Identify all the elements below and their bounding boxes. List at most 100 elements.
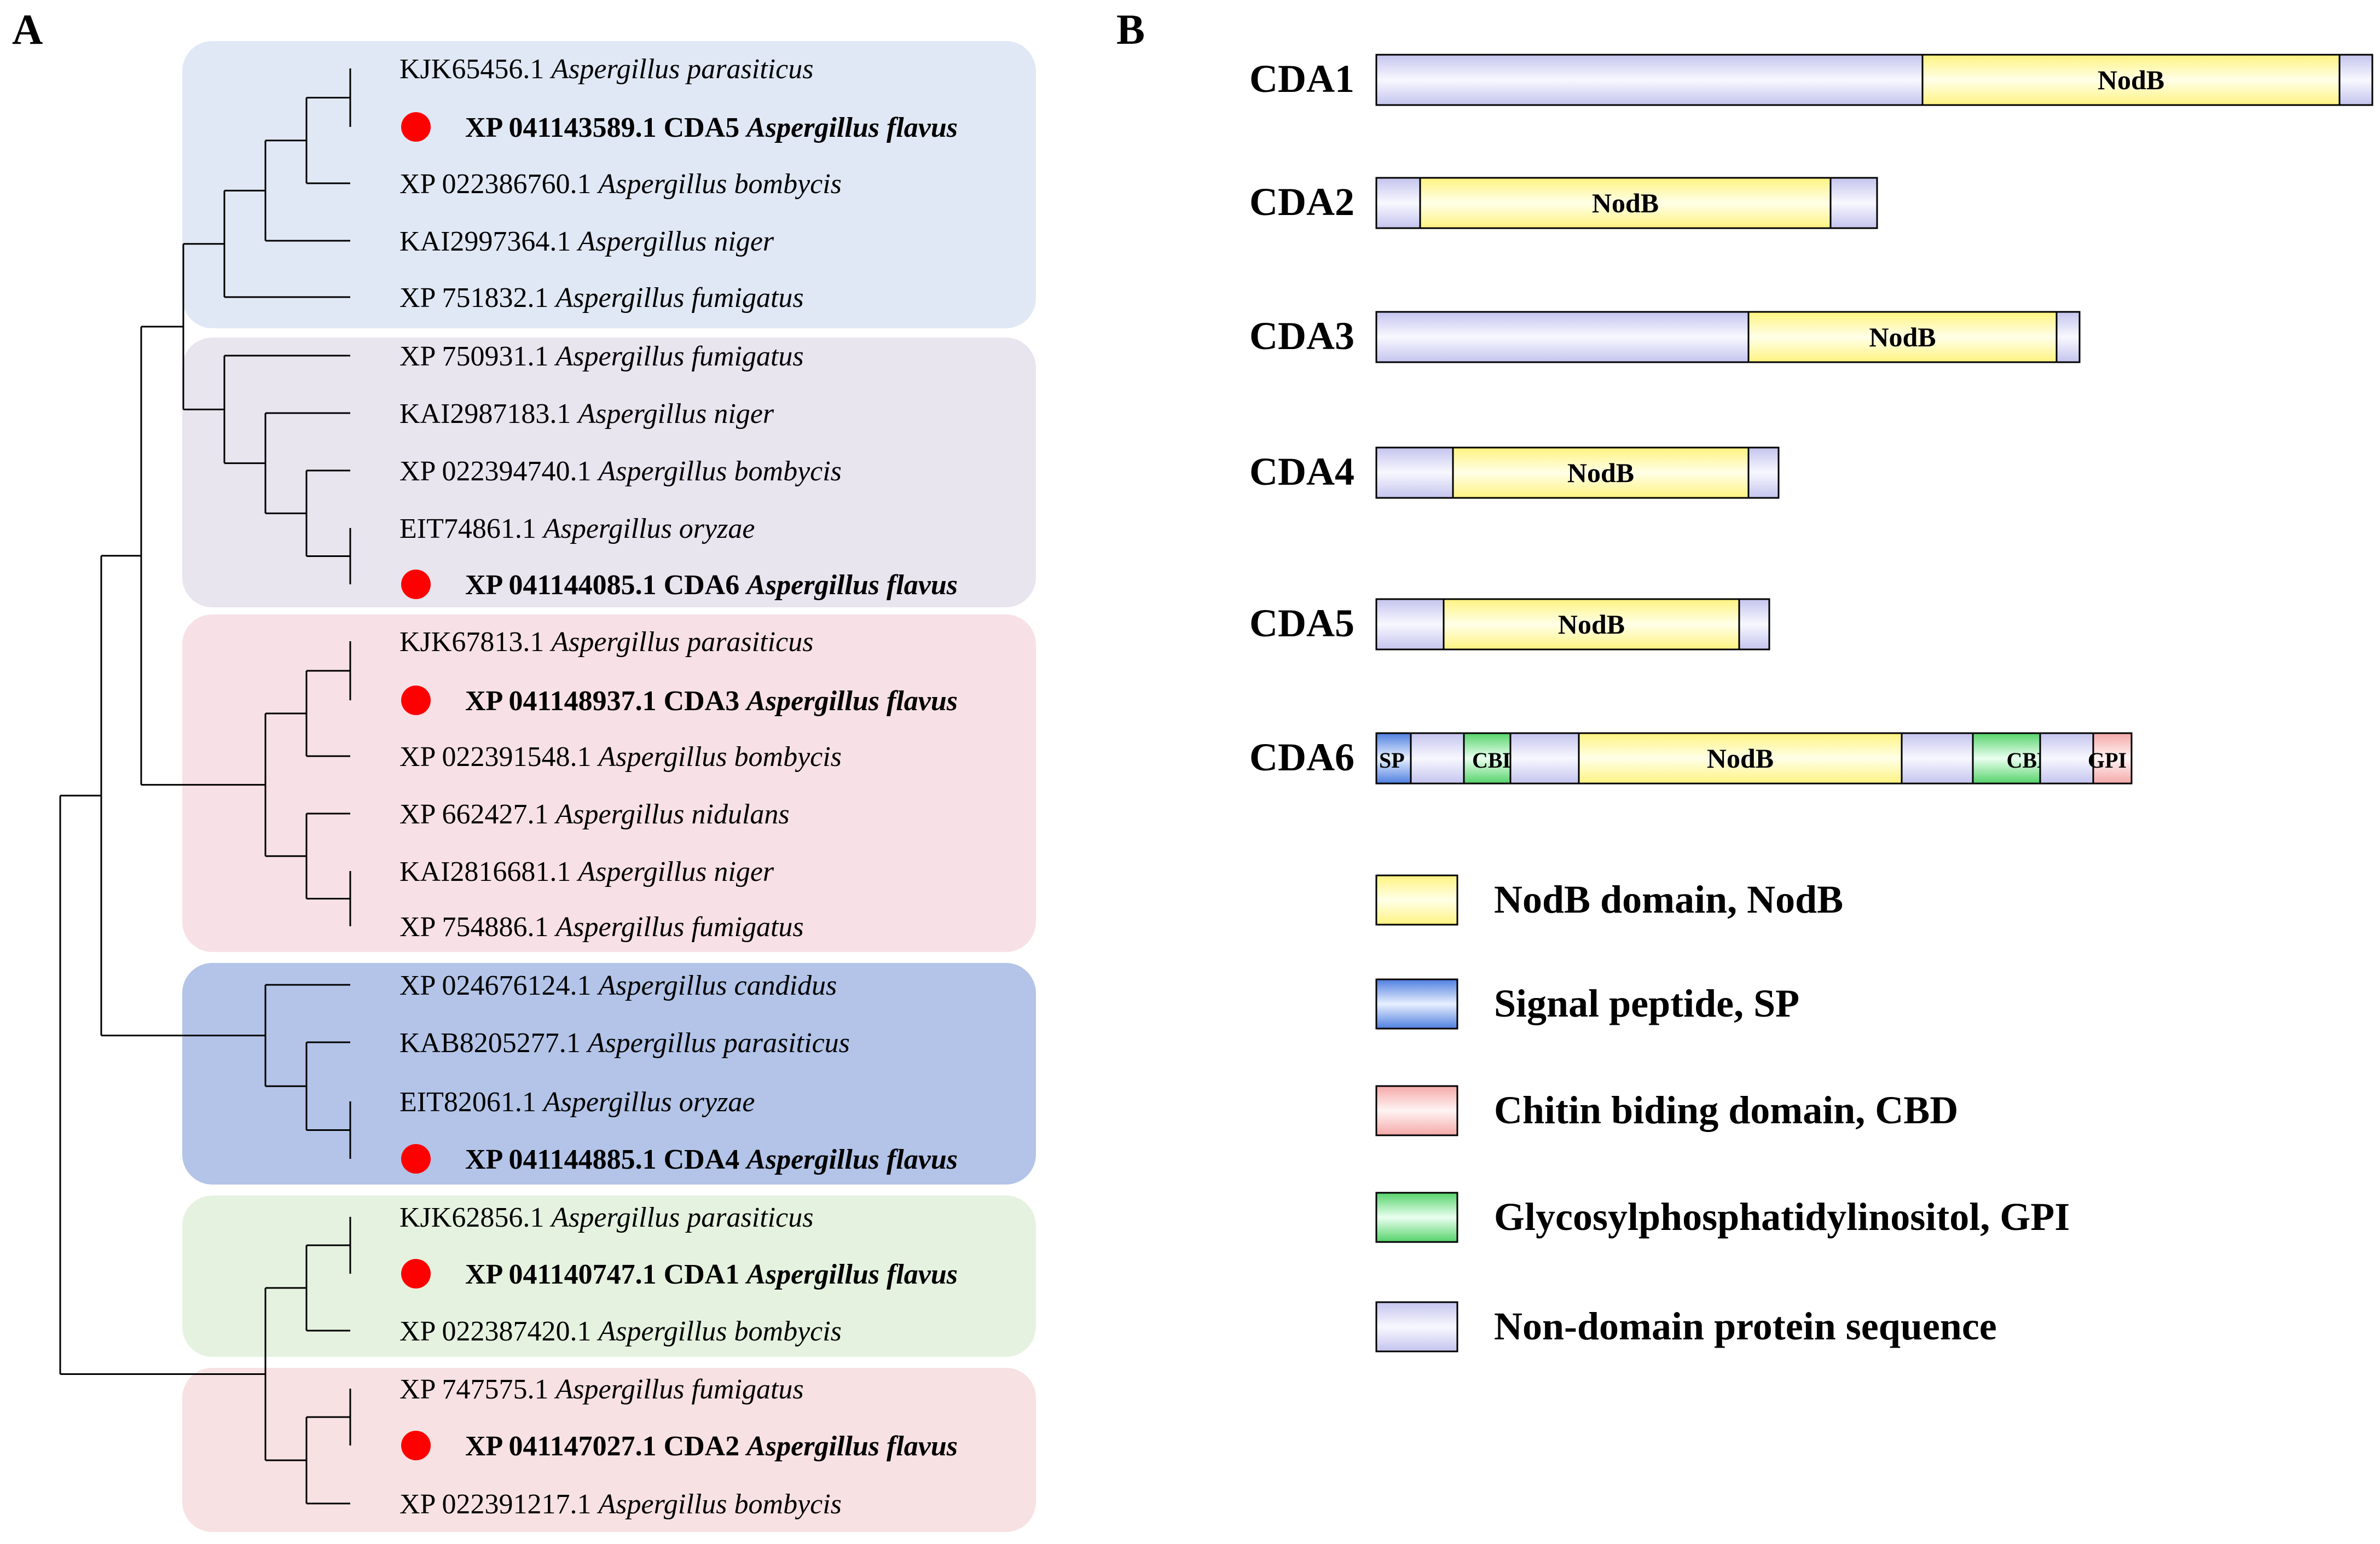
taxon-label: XP 022391548.1 Aspergillus bombycis [399, 741, 842, 773]
accession: XP 022394740.1 [399, 456, 599, 487]
domain-nodb [1747, 311, 2058, 363]
species-name: Aspergillus oryzae [542, 513, 755, 544]
clade-box [182, 1195, 1036, 1357]
species-name: Aspergillus bombycis [597, 1316, 842, 1347]
accession: KJK67813.1 [399, 626, 551, 658]
domain-non-domain [1375, 446, 1454, 499]
species-name: Aspergillus parasiticus [549, 54, 813, 85]
taxon-label: EIT82061.1 Aspergillus oryzae [399, 1087, 755, 1118]
species-name: Aspergillus flavus [745, 112, 958, 143]
domain-non-domain [1375, 54, 1924, 106]
taxon-label: KAB8205277.1 Aspergillus parasiticus [399, 1028, 850, 1059]
accession: XP 041144885.1 CDA4 [465, 1144, 746, 1175]
accession: XP 747575.1 [399, 1374, 556, 1405]
species-name: Aspergillus fumigatus [554, 282, 804, 314]
domain-non-domain [1375, 311, 1750, 363]
taxon-label: XP 751832.1 Aspergillus fumigatus [399, 282, 804, 314]
legend-label: Chitin biding domain, CBD [1494, 1088, 1958, 1132]
domain-non-domain [1738, 598, 1770, 651]
domain-label: NodB [1558, 609, 1625, 640]
accession: XP 022387420.1 [399, 1316, 599, 1347]
domain-legend: NodB domain, NodB Signal peptide, SP Chiti… [1375, 874, 2070, 1353]
cda-marker-dot [401, 112, 431, 142]
legend-item: Non-domain protein sequence [1375, 1301, 1997, 1353]
legend-item: Signal peptide, SP [1375, 978, 1799, 1030]
species-name: Aspergillus oryzae [542, 1087, 755, 1118]
domain-non-domain [2055, 311, 2081, 363]
clade-box [182, 614, 1036, 952]
domain-nodb [1419, 177, 1832, 229]
protein-name: CDA5 [1249, 601, 1354, 645]
taxon-label: XP 022391217.1 Aspergillus bombycis [399, 1489, 842, 1520]
accession: KAI2997364.1 [399, 226, 578, 257]
species-name: Aspergillus bombycis [597, 169, 842, 200]
accession: XP 041147027.1 CDA2 [465, 1431, 746, 1462]
accession: KAI2987183.1 [399, 398, 578, 429]
domain-non-domain [1375, 177, 1421, 229]
accession: KAI2816681.1 [399, 856, 578, 887]
domain-label: NodB [2098, 65, 2164, 95]
protein-cda1: CDA1 NodB [1249, 54, 2373, 106]
accession: XP 022391217.1 [399, 1489, 599, 1520]
taxon-label: XP 754886.1 Aspergillus fumigatus [399, 912, 804, 943]
species-name: Aspergillus fumigatus [554, 1374, 804, 1405]
taxon-labels: KJK65456.1 Aspergillus parasiticus XP 041… [399, 54, 958, 1520]
accession: KJK62856.1 [399, 1202, 551, 1233]
species-name: Aspergillus flavus [745, 686, 958, 717]
taxon-label: XP 022387420.1 Aspergillus bombycis [399, 1316, 842, 1347]
domain-nodb [1921, 54, 2341, 106]
protein-name: CDA1 [1249, 57, 1354, 101]
clade-backgrounds [182, 41, 1036, 1532]
species-name: Aspergillus parasiticus [549, 626, 813, 658]
domain-gpi [1972, 732, 2041, 785]
domain-label: NodB [1869, 322, 1936, 352]
legend-label: Signal peptide, SP [1494, 982, 1799, 1025]
species-name: Aspergillus bombycis [597, 1489, 842, 1520]
accession: XP 750931.1 [399, 341, 556, 372]
protein-cda4: CDA4 NodB [1249, 446, 1780, 499]
legend-label: NodB domain, NodB [1494, 878, 1843, 921]
protein-name: CDA2 [1249, 180, 1354, 224]
taxon-label: XP 024676124.1 Aspergillus candidus [399, 970, 837, 1001]
species-name: Aspergillus flavus [745, 1144, 958, 1175]
domain-label: NodB [1567, 457, 1634, 488]
taxon-label: XP 022386760.1 Aspergillus bombycis [399, 169, 842, 200]
legend-item: Glycosylphosphatidylinositol, GPI [1375, 1192, 2070, 1243]
clade-box [182, 963, 1036, 1185]
taxon-label: XP 041140747.1 CDA1 Aspergillus flavus [465, 1259, 958, 1290]
species-name: Aspergillus flavus [745, 1259, 958, 1290]
taxon-label: EIT74861.1 Aspergillus oryzae [399, 513, 755, 544]
clade-box [182, 338, 1036, 607]
protein-name: CDA3 [1249, 314, 1354, 358]
domain-non-domain [2338, 54, 2373, 106]
domain-non-domain [1747, 446, 1780, 499]
clade-box [182, 41, 1036, 328]
accession: XP 024676124.1 [399, 970, 599, 1001]
species-name: Aspergillus candidus [597, 970, 837, 1001]
taxon-label: KJK65456.1 Aspergillus parasiticus [399, 54, 813, 85]
cda-marker-dot [401, 1259, 431, 1288]
species-name: Aspergillus bombycis [597, 456, 842, 487]
legend-label: Glycosylphosphatidylinositol, GPI [1494, 1195, 2070, 1239]
accession: XP 751832.1 [399, 282, 556, 314]
domain-cbd [2092, 732, 2133, 785]
domain-non-domain [1829, 177, 1878, 229]
tree-branches [59, 68, 351, 1505]
domain-gpi [1463, 732, 1512, 785]
protein-name: CDA4 [1249, 450, 1354, 494]
accession: XP 022391548.1 [399, 741, 599, 773]
protein-cda5: CDA5 NodB [1249, 598, 1770, 651]
domain-label: SP [1379, 748, 1405, 773]
domain-nodb [1452, 446, 1750, 499]
legend-swatch [1375, 1301, 1458, 1353]
domain-label: GPI [2088, 748, 2127, 773]
species-name: Aspergillus fumigatus [554, 341, 804, 372]
taxon-label: XP 022394740.1 Aspergillus bombycis [399, 456, 842, 487]
domain-non-domain [1509, 732, 1580, 785]
species-name: Aspergillus niger [576, 856, 774, 887]
legend-swatch [1375, 1192, 1458, 1243]
